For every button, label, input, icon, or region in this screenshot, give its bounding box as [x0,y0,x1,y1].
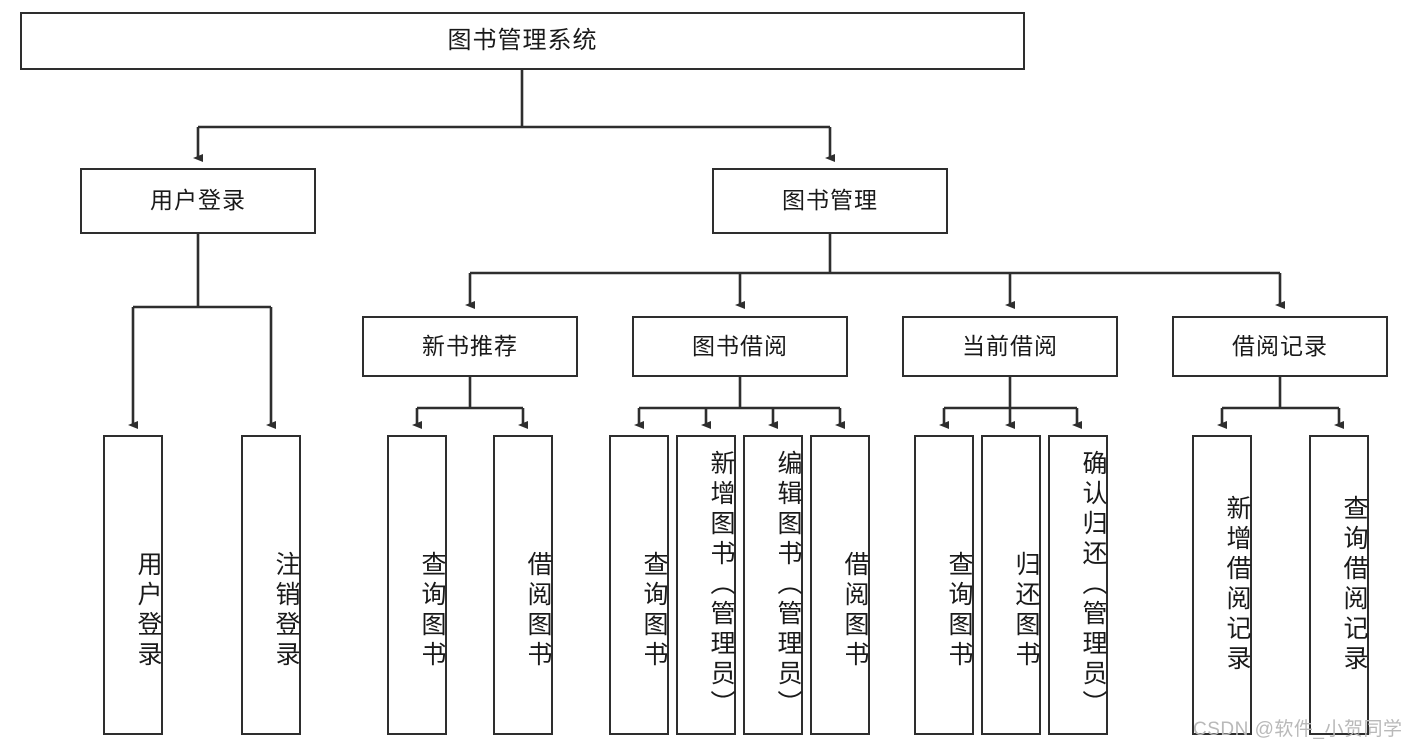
node-label: 新增图书（管理员） [707,450,735,720]
leaf-book-borrow-edit-book-admin[interactable]: 编辑图书（管理员） [743,435,803,735]
node-label: 借阅图书 [524,551,552,671]
node-label: 用户登录 [150,187,246,214]
node-label: 借阅记录 [1232,332,1328,359]
leaf-book-borrow-borrow-book[interactable]: 借阅图书 [810,435,870,735]
leaf-user-login-login[interactable]: 用户登录 [103,435,163,735]
node-root-book-management-system[interactable]: 图书管理系统 [20,12,1025,70]
node-label: 查询图书 [418,551,446,671]
node-label: 归还图书 [1012,551,1040,671]
node-label: 用户登录 [134,551,162,671]
leaf-book-borrow-query-book[interactable]: 查询图书 [609,435,669,735]
leaf-new-book-borrow-book[interactable]: 借阅图书 [493,435,553,735]
node-label: 借阅图书 [841,551,869,671]
node-book-borrow[interactable]: 图书借阅 [632,316,848,377]
leaf-current-borrow-query-book[interactable]: 查询图书 [914,435,974,735]
node-label: 图书管理系统 [447,26,598,54]
node-label: 图书借阅 [692,332,788,359]
node-label: 新增借阅记录 [1223,495,1251,675]
node-label: 查询图书 [640,551,668,671]
node-label: 注销登录 [272,551,300,671]
leaf-new-book-query-book[interactable]: 查询图书 [387,435,447,735]
leaf-current-borrow-return-book[interactable]: 归还图书 [981,435,1041,735]
node-label: 编辑图书（管理员） [774,450,802,720]
leaf-borrow-records-query-record[interactable]: 查询借阅记录 [1309,435,1369,735]
node-label: 确认归还（管理员） [1079,450,1107,720]
leaf-borrow-records-add-record[interactable]: 新增借阅记录 [1192,435,1252,735]
node-label: 图书管理 [782,187,878,214]
csdn-watermark: CSDN @软件_小贺同学 [1193,719,1403,740]
node-new-book-recommend[interactable]: 新书推荐 [362,316,578,377]
node-book-management[interactable]: 图书管理 [712,168,948,234]
leaf-current-borrow-confirm-return-admin[interactable]: 确认归还（管理员） [1048,435,1108,735]
leaf-user-login-logout[interactable]: 注销登录 [241,435,301,735]
node-borrow-records[interactable]: 借阅记录 [1172,316,1388,377]
node-user-login[interactable]: 用户登录 [80,168,316,234]
node-label: 当前借阅 [962,332,1058,359]
node-current-borrow[interactable]: 当前借阅 [902,316,1118,377]
leaf-book-borrow-add-book-admin[interactable]: 新增图书（管理员） [676,435,736,735]
node-label: 新书推荐 [422,332,518,359]
node-label: 查询借阅记录 [1340,495,1368,675]
node-label: 查询图书 [945,551,973,671]
